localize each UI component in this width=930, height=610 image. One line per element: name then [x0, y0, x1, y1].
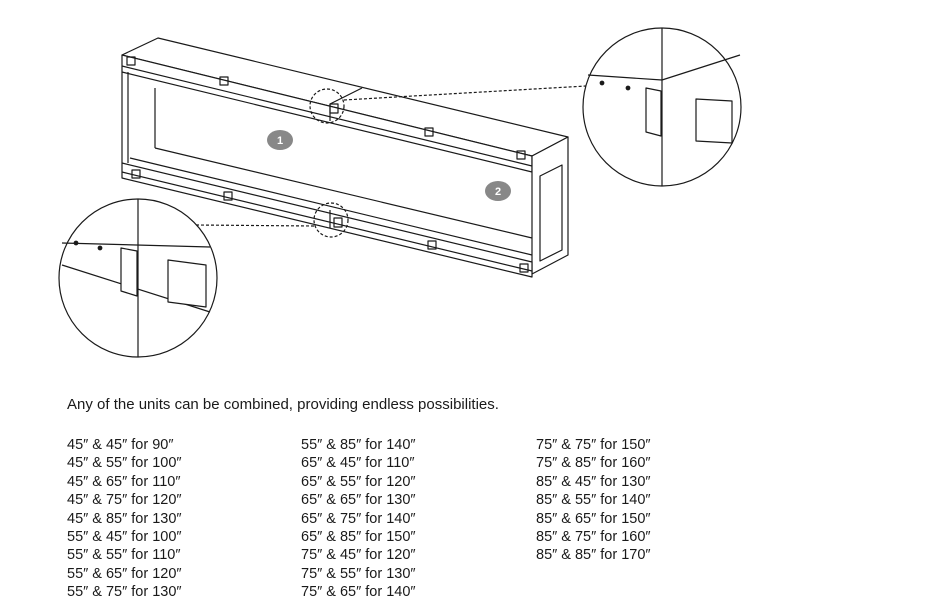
combination-item: 85″ & 75″ for 160″ [536, 529, 651, 546]
combination-item: 55″ & 55″ for 110″ [67, 547, 181, 564]
combination-item: 45″ & 75″ for 120″ [67, 492, 182, 509]
callout-badge-2: 2 [485, 181, 511, 201]
svg-text:1: 1 [277, 135, 283, 147]
intro-text: Any of the units can be combined, provid… [67, 396, 499, 413]
combination-item: 55″ & 65″ for 120″ [67, 565, 182, 582]
combinations-column-2: 55″ & 85″ for 140″65″ & 45″ for 110″65″ … [301, 436, 416, 602]
bottom-joint-detail [58, 198, 349, 358]
combination-item: 45″ & 65″ for 110″ [67, 473, 181, 490]
combination-item: 75″ & 65″ for 140″ [301, 584, 416, 601]
combination-item: 55″ & 85″ for 140″ [301, 437, 416, 453]
combination-item: 45″ & 45″ for 90″ [67, 437, 174, 453]
combination-item: 75″ & 75″ for 150″ [536, 437, 651, 453]
svg-text:2: 2 [495, 186, 501, 198]
combination-item: 85″ & 45″ for 130″ [536, 473, 651, 490]
combination-item: 85″ & 65″ for 150″ [536, 510, 651, 527]
assembly-diagram: 1 2 [58, 27, 742, 358]
combination-item: 45″ & 55″ for 100″ [67, 455, 182, 472]
combination-item: 45″ & 85″ for 130″ [67, 510, 182, 527]
combination-item: 55″ & 45″ for 100″ [67, 529, 182, 546]
combinations-column-3: 75″ & 75″ for 150″75″ & 85″ for 160″85″ … [536, 436, 651, 565]
combination-item: 65″ & 75″ for 140″ [301, 510, 416, 527]
combination-item: 85″ & 85″ for 170″ [536, 547, 651, 564]
combination-item: 75″ & 85″ for 160″ [536, 455, 651, 472]
combination-item: 65″ & 85″ for 150″ [301, 529, 416, 546]
callout-badge-1: 1 [267, 130, 293, 150]
combination-item: 65″ & 65″ for 130″ [301, 492, 416, 509]
combinations-column-1: 45″ & 45″ for 90″45″ & 55″ for 100″45″ &… [67, 436, 182, 602]
combination-item: 55″ & 75″ for 130″ [67, 584, 182, 601]
combination-item: 65″ & 45″ for 110″ [301, 455, 415, 472]
top-joint-detail [309, 27, 742, 187]
combination-item: 75″ & 45″ for 120″ [301, 547, 416, 564]
combination-item: 75″ & 55″ for 130″ [301, 565, 416, 582]
combination-item: 85″ & 55″ for 140″ [536, 492, 651, 509]
unit-assembly [121, 37, 569, 278]
combination-item: 65″ & 55″ for 120″ [301, 473, 416, 490]
